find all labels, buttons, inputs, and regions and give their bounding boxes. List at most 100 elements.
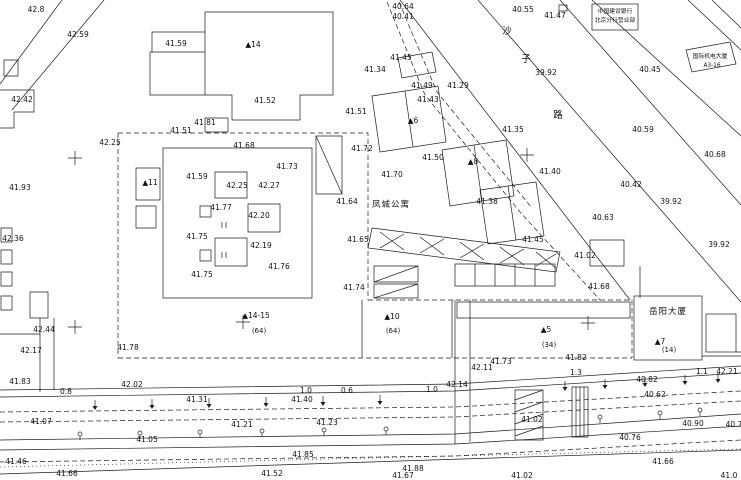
elevation-label: 41.02 [521, 415, 543, 424]
building-name: 凤城公寓 [372, 199, 410, 210]
road-width-label: 0.8 [60, 387, 72, 396]
elevation-label: 41.05 [136, 435, 158, 444]
elevation-label: 41.43 [417, 95, 439, 104]
elevation-label: 41.85 [292, 450, 314, 459]
building-11-outline [135, 167, 161, 229]
elevation-label: 41.47 [544, 11, 566, 20]
elevation-label: 41.02 [511, 471, 533, 480]
elevation-label: 41.38 [476, 197, 498, 206]
elevation-label: 41.34 [364, 65, 386, 74]
elevation-label: 41.50 [422, 153, 444, 162]
elevation-label: 41.31 [186, 395, 208, 404]
building-name: 岳阳大厦 [649, 306, 687, 317]
elevation-label: 41.65 [347, 235, 369, 244]
station-marker: ▲8 [468, 157, 479, 166]
elevation-label: 41.83 [9, 377, 31, 386]
elevation-label: 41.51 [170, 126, 192, 135]
elevation-label: 41.68 [588, 282, 610, 291]
elevation-label: 41.75 [191, 270, 213, 279]
building-box-text: 国际机电大厦 [693, 52, 728, 60]
fengcheng-apartment-outline [162, 147, 313, 299]
station-marker: ▲14 [245, 40, 261, 49]
station-marker: ▲11 [142, 178, 158, 187]
elevation-label: 40.45 [639, 65, 661, 74]
elevation-label: 40.62 [644, 390, 666, 399]
elevation-label: 42.21 [716, 367, 738, 376]
grid-crosses [68, 148, 595, 334]
building-box-text: 北京分行营业部 [595, 16, 636, 24]
elevation-label: 40.42 [620, 180, 642, 189]
parcel-count-label: (34) [542, 341, 557, 349]
yueyang-annex-box [705, 313, 737, 353]
elevation-label: 41.29 [447, 81, 469, 90]
elevation-label: 40.41 [392, 12, 414, 21]
station-marker: ▲10 [384, 312, 400, 321]
road-name-char: 子 [521, 54, 531, 65]
right-mid-structure [589, 239, 641, 298]
elevation-label: 41.72 [351, 144, 373, 153]
elevation-label: 41.35 [502, 125, 524, 134]
station-marker: ▲6 [408, 116, 419, 125]
elevation-label: 41.73 [490, 357, 512, 366]
station-marker: ▲14-15 [242, 311, 270, 320]
elevation-label: 41.45 [522, 235, 544, 244]
elevation-label: 42.25 [99, 138, 121, 147]
elevation-label: 41.59 [165, 39, 187, 48]
road-width-label: 1.3 [570, 368, 582, 377]
elevation-label: 40.68 [704, 150, 726, 159]
elevation-label: 42.11 [471, 363, 493, 372]
elevation-label: 41.51 [345, 107, 367, 116]
elevation-label: 41.82 [565, 353, 587, 362]
elevation-label: 41.75 [186, 232, 208, 241]
elevation-label: 40.55 [512, 5, 534, 14]
elevation-label: 41.74 [343, 283, 365, 292]
elevation-label: 41.0 [721, 471, 738, 480]
elevation-label: 41.23 [316, 418, 338, 427]
elevation-label: 41.77 [210, 203, 232, 212]
bottom-road-lane-dashes [0, 390, 741, 463]
road-centerline-dashed [386, 1, 601, 301]
elevation-label: 42.36 [2, 234, 24, 243]
narrow-building [315, 135, 343, 195]
braced-strip-structure [367, 227, 561, 273]
hatched-outbuildings [373, 263, 556, 299]
elevation-label: 41.68 [233, 141, 255, 150]
parcel-count-label: (64) [386, 327, 401, 335]
flag-icon [558, 4, 568, 16]
elevation-label: 42.25 [226, 181, 248, 190]
elevation-label: 41.66 [652, 457, 674, 466]
elevation-label: 42.02 [121, 380, 143, 389]
bank-building-box [591, 3, 639, 31]
elevation-label: 40.76 [619, 433, 641, 442]
elevation-label: 42.17 [20, 346, 42, 355]
elevation-label: 41.64 [336, 197, 358, 206]
road-width-label: 1.0 [300, 386, 312, 395]
elevation-label: 40.64 [392, 2, 414, 11]
elevation-label: 41.07 [30, 417, 52, 426]
topleft-road-lines [0, 0, 105, 111]
elevation-label: 41.81 [194, 118, 216, 127]
elevation-label: 41.46 [5, 457, 27, 466]
elevation-label: 40.59 [632, 125, 654, 134]
elevation-label: 41.02 [574, 251, 596, 260]
elevation-label: 41.49 [411, 81, 433, 90]
elevation-label: 41.88 [402, 464, 424, 473]
bottom-road-edges [0, 365, 741, 475]
road-name-char: 沙 [502, 26, 512, 37]
parcel-count-label: (14) [662, 346, 677, 354]
grid-cross-marks [68, 148, 595, 334]
road-name-char: 路 [553, 109, 563, 121]
station-marker: ▲7 [655, 337, 666, 346]
a3-building-box [685, 41, 737, 73]
elevation-label: 42.44 [33, 325, 55, 334]
elevation-label: 39.92 [535, 68, 557, 77]
elevation-label: 41.52 [261, 469, 283, 478]
elevation-label: 40.90 [682, 419, 704, 428]
road-width-label: 1.1 [696, 367, 708, 376]
elevation-label: 41.40 [291, 395, 313, 404]
elevation-label: 40.63 [592, 213, 614, 222]
elevation-label: 41.45 [390, 53, 412, 62]
